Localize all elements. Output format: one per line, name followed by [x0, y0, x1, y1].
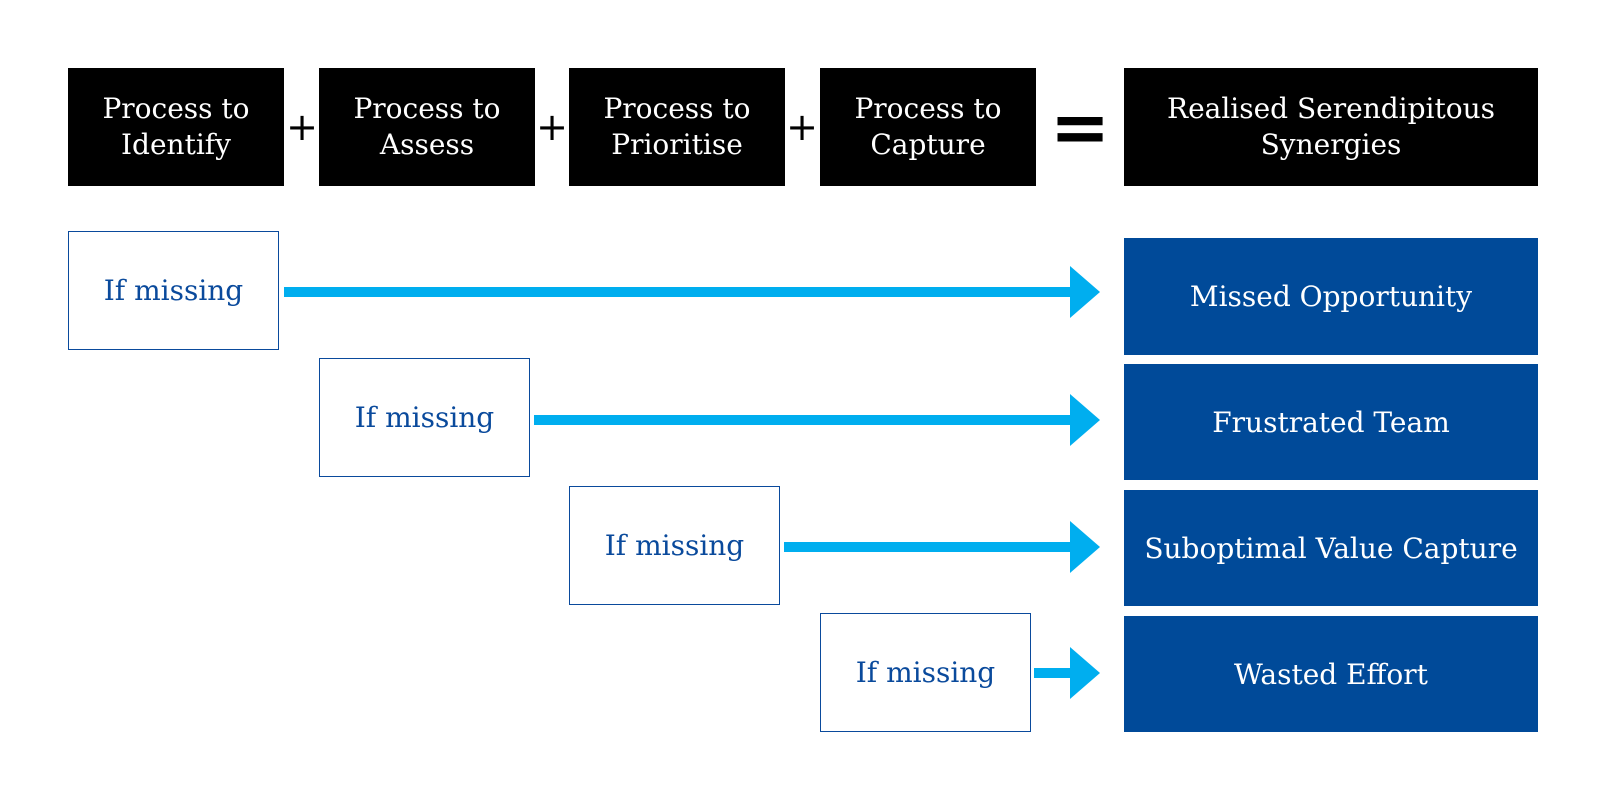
process-assess-box: Process to Assess: [319, 68, 535, 186]
result-box: Realised Serendipitous Synergies: [1124, 68, 1538, 186]
if-missing-label: If missing: [354, 401, 495, 434]
if-missing-identify-box: If missing: [68, 231, 279, 350]
if-missing-label: If missing: [103, 274, 244, 307]
process-capture-box: Process to Capture: [820, 68, 1036, 186]
process-capture-label: Process to Capture: [854, 92, 1002, 161]
equals-operator: =: [1049, 85, 1111, 169]
arrow-frustrated-team: [534, 394, 1100, 446]
process-identify-label: Process to Identify: [102, 92, 250, 161]
if-missing-prioritise-box: If missing: [569, 486, 780, 605]
if-missing-assess-box: If missing: [319, 358, 530, 477]
outcome-label: Missed Opportunity: [1189, 280, 1473, 313]
process-prioritise-box: Process to Prioritise: [569, 68, 785, 186]
plus-operator: +: [786, 105, 818, 149]
arrow-suboptimal-value: [784, 521, 1100, 573]
arrow-missed-opportunity: [284, 266, 1100, 318]
outcome-wasted-effort: Wasted Effort: [1124, 616, 1538, 732]
process-identify-box: Process to Identify: [68, 68, 284, 186]
outcome-label: Wasted Effort: [1234, 657, 1428, 691]
plus-operator: +: [536, 105, 568, 149]
if-missing-label: If missing: [604, 529, 745, 562]
outcome-label: Frustrated Team: [1212, 405, 1450, 439]
if-missing-capture-box: If missing: [820, 613, 1031, 732]
outcome-label: Suboptimal Value Capture: [1144, 531, 1518, 565]
result-label: Realised Serendipitous Synergies: [1166, 92, 1496, 161]
if-missing-label: If missing: [855, 656, 996, 689]
arrow-wasted-effort: [1034, 647, 1100, 699]
process-prioritise-label: Process to Prioritise: [603, 92, 751, 161]
plus-operator: +: [286, 105, 318, 149]
outcome-missed-opportunity: Missed Opportunity: [1124, 238, 1538, 355]
outcome-frustrated-team: Frustrated Team: [1124, 364, 1538, 480]
outcome-suboptimal-value-capture: Suboptimal Value Capture: [1124, 490, 1538, 606]
process-assess-label: Process to Assess: [353, 92, 501, 161]
